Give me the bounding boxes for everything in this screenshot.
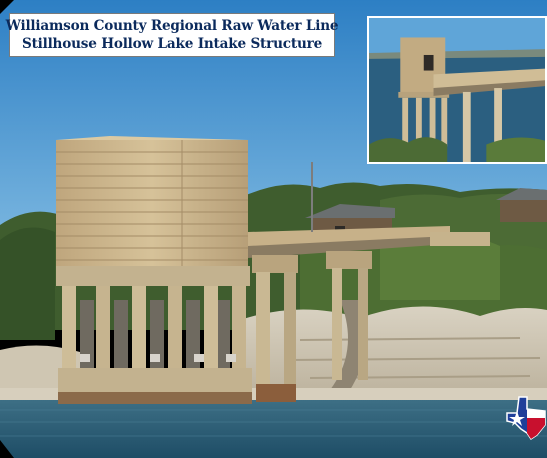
texas-state-flag-logo-icon bbox=[506, 396, 546, 441]
inset-tower-photo bbox=[369, 18, 545, 162]
control-building bbox=[496, 188, 547, 222]
title-line-1: Williamson County Regional Raw Water Lin… bbox=[5, 18, 339, 34]
access-bridge bbox=[248, 226, 490, 402]
intake-tower bbox=[56, 136, 252, 404]
slide-title: Williamson County Regional Raw Water Lin… bbox=[6, 13, 339, 57]
inset-photo bbox=[367, 16, 547, 164]
title-line-2: Stillhouse Hollow Lake Intake Structure bbox=[21, 36, 323, 52]
